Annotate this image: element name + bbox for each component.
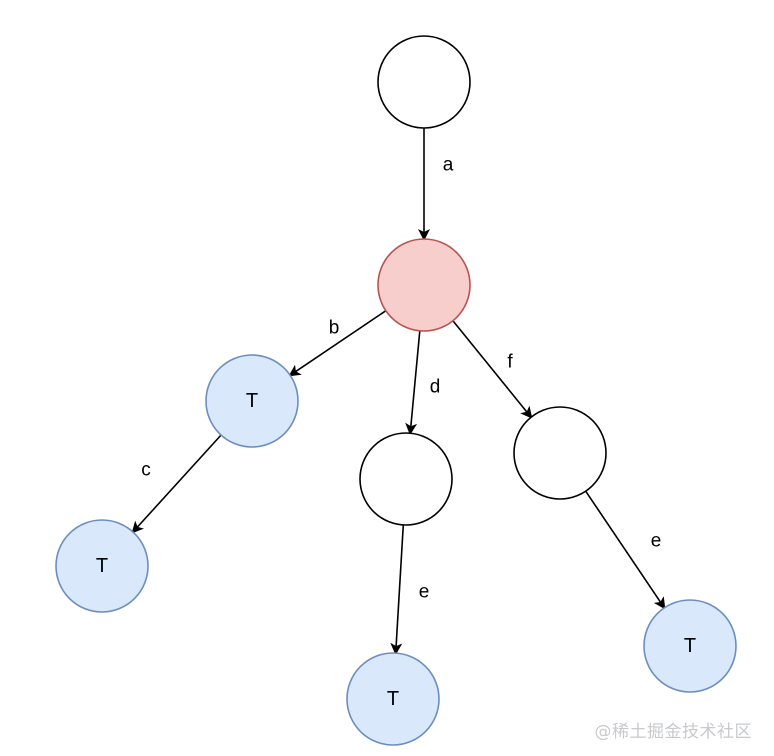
node-circle-root: [377, 35, 471, 129]
node-circle-n_a: [377, 238, 471, 332]
node-circle-n_ade: [346, 652, 440, 746]
edge-e2-arrow: [585, 490, 666, 610]
node-label-n_abc: T: [96, 555, 108, 577]
edge-e1-arrow: [390, 524, 405, 656]
edge-d-label: d: [430, 377, 441, 398]
node-label-n_ade: T: [387, 688, 399, 710]
edge-a-label: a: [443, 155, 454, 176]
node-circle-n_abc: [55, 519, 149, 613]
trie-node-n_a: [377, 238, 471, 332]
node-label-n_afe: T: [684, 635, 696, 657]
node-circle-n_ab: [205, 354, 299, 448]
edge-e1-label: e: [419, 582, 430, 603]
edge-labels-layer: a b c d e f e: [141, 155, 661, 603]
node-circle-n_af: [513, 406, 607, 500]
trie-node-n_abc: T: [55, 519, 149, 613]
edge-b-label: b: [329, 318, 340, 339]
trie-node-root: [377, 35, 471, 129]
node-circle-n_ad: [359, 432, 453, 526]
node-circle-n_afe: [643, 599, 737, 693]
trie-node-n_af: [513, 406, 607, 500]
edge-f-label: f: [507, 352, 513, 373]
nodes-layer: T T T T: [55, 35, 737, 746]
edge-c-label: c: [141, 460, 151, 481]
trie-node-n_ab: T: [205, 354, 299, 448]
edges-layer: [131, 128, 666, 656]
watermark: @稀土掘金技术社区: [594, 722, 752, 742]
edge-c-arrow: [131, 434, 222, 534]
edge-e2-label: e: [651, 531, 662, 552]
trie-node-n_ad: [359, 432, 453, 526]
trie-node-n_ade: T: [346, 652, 440, 746]
node-label-n_ab: T: [246, 390, 258, 412]
edge-f-arrow: [452, 320, 533, 419]
edge-b-arrow: [288, 310, 387, 377]
edge-d-arrow: [405, 330, 421, 436]
trie-node-n_afe: T: [643, 599, 737, 693]
